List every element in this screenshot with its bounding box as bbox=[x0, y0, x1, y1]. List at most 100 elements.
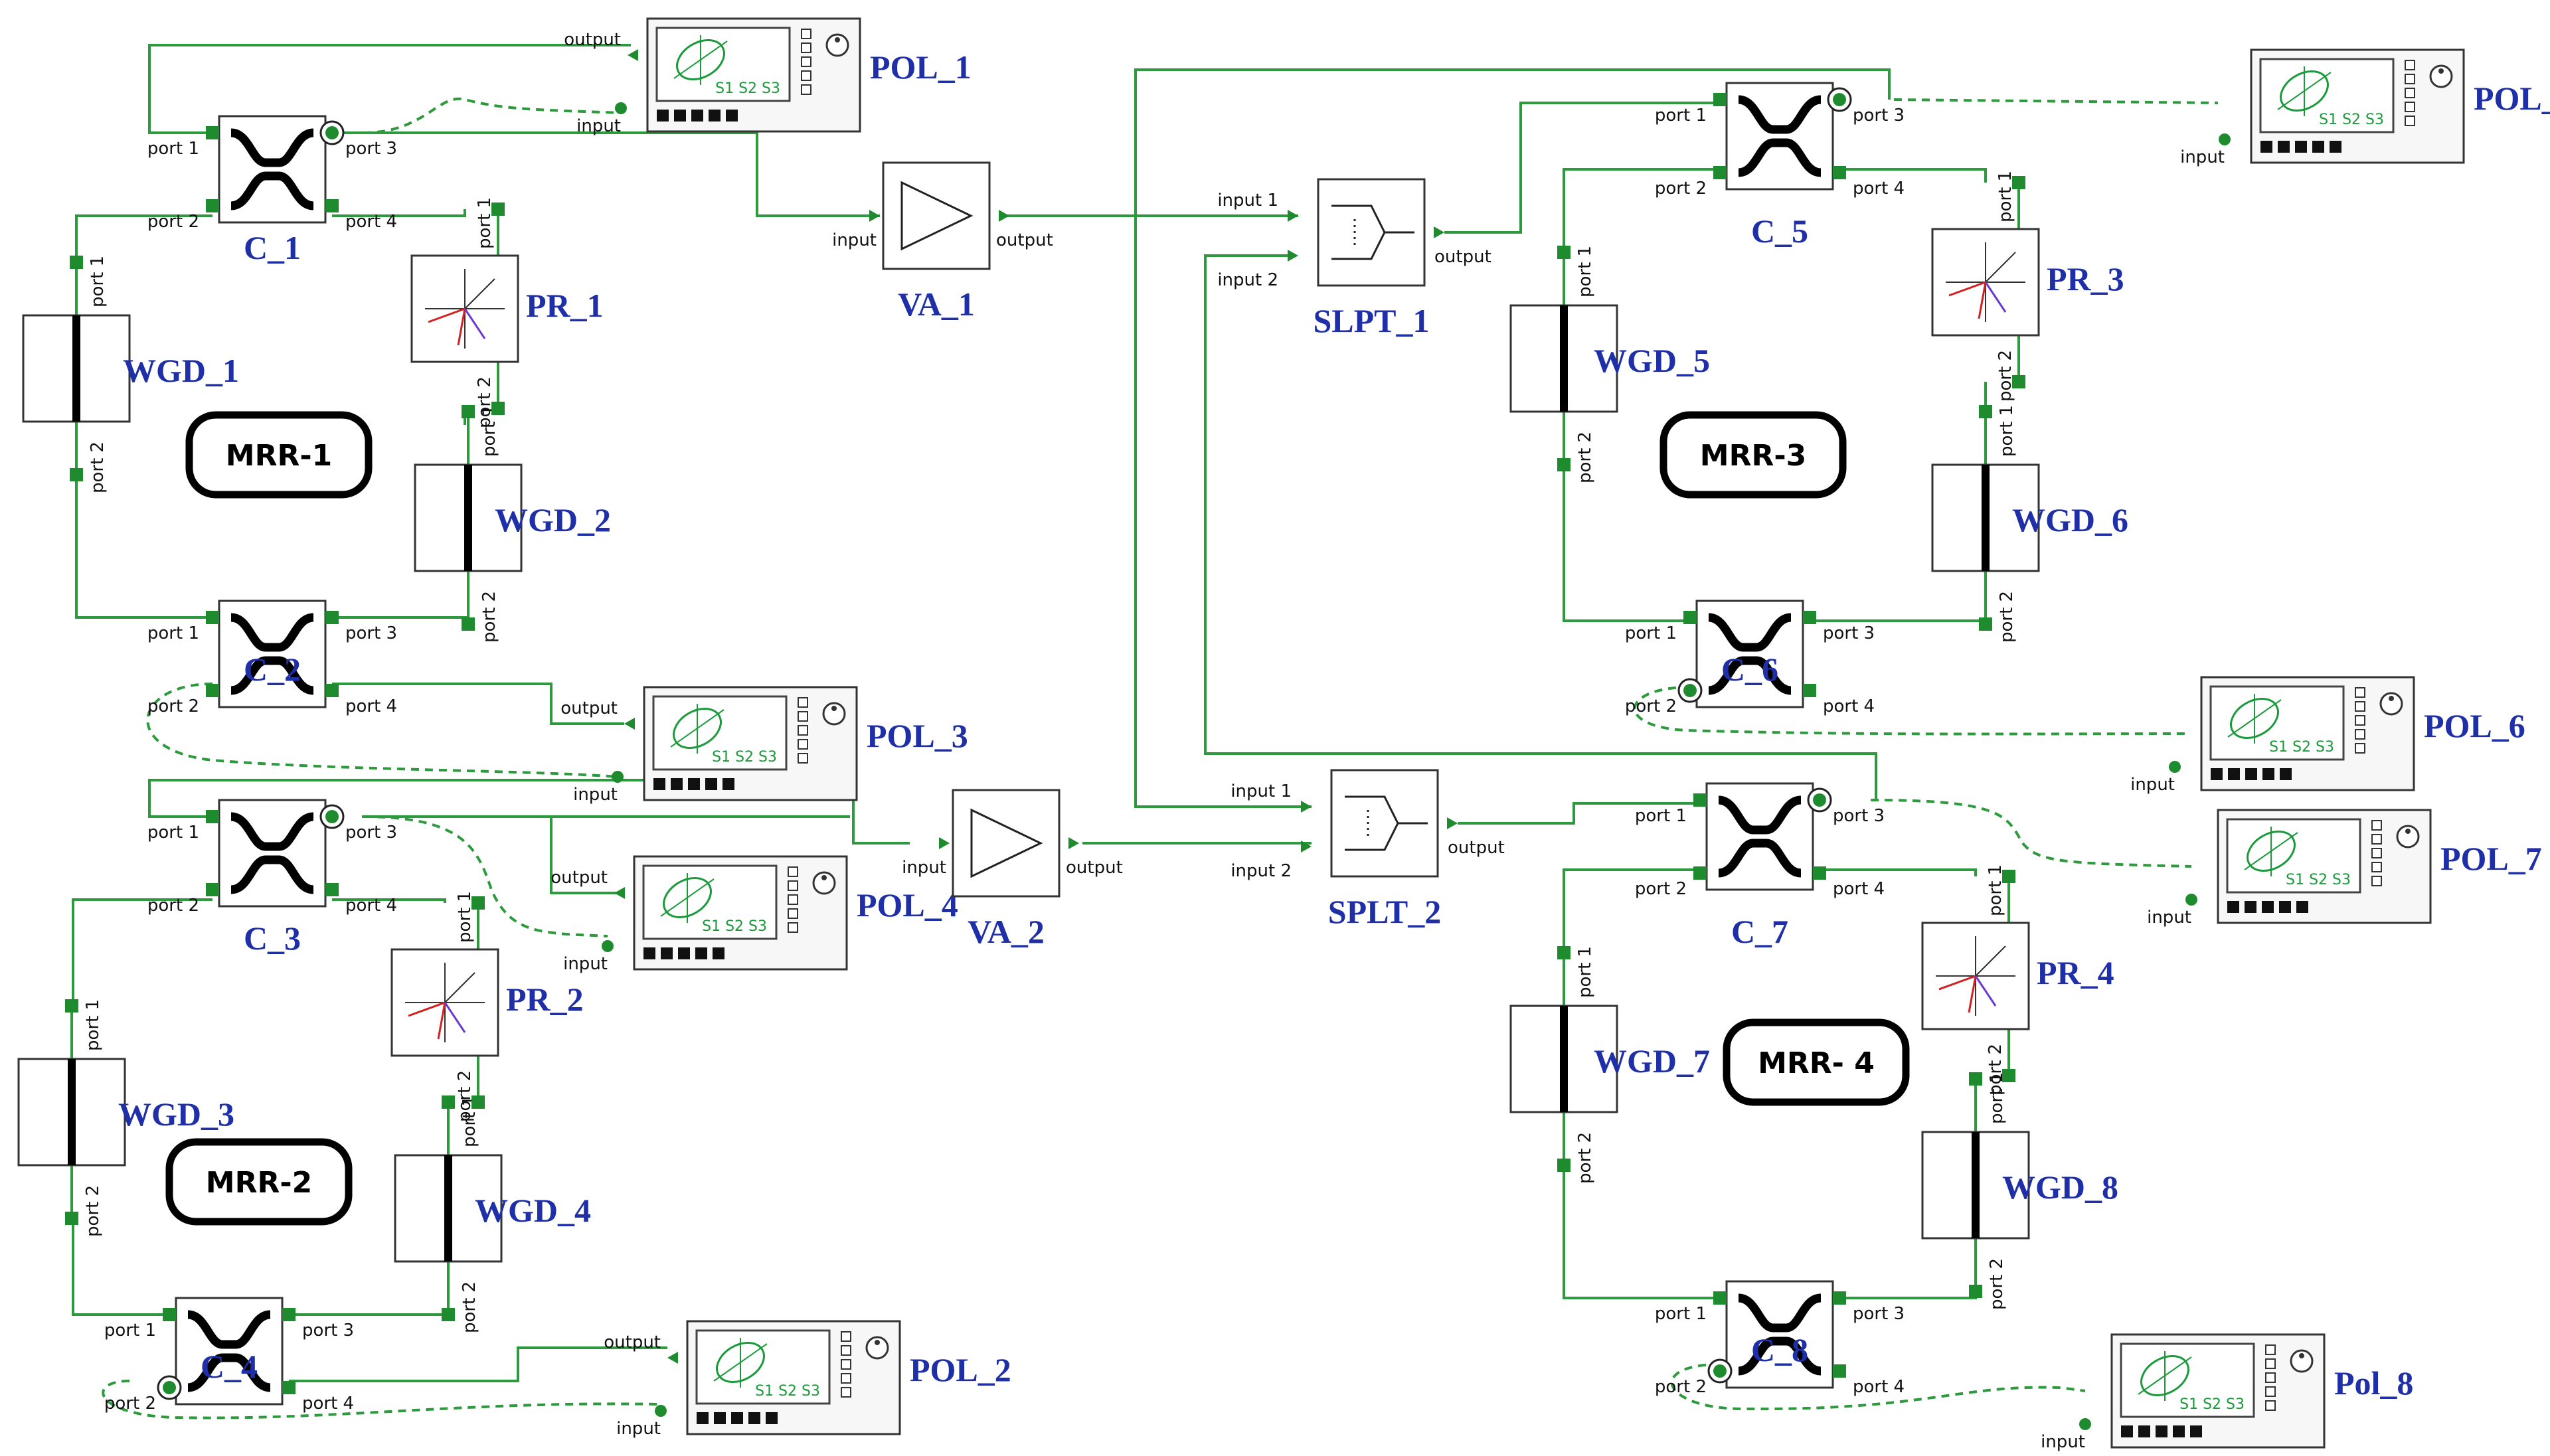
analyzer-button[interactable] bbox=[2260, 141, 2272, 153]
analyzer-key[interactable] bbox=[801, 70, 811, 81]
analyzer-button[interactable] bbox=[2173, 1425, 2185, 1437]
analyzer-button[interactable] bbox=[2227, 901, 2239, 913]
analyzer-button[interactable] bbox=[2279, 901, 2291, 913]
port-2[interactable] bbox=[442, 1308, 455, 1321]
analyzer-key[interactable] bbox=[2265, 1386, 2276, 1397]
analyzer-button[interactable] bbox=[2262, 901, 2274, 913]
analyzer-button[interactable] bbox=[2190, 1425, 2202, 1437]
port-4[interactable] bbox=[1833, 166, 1846, 179]
analyzer-key[interactable] bbox=[2371, 848, 2382, 858]
analyzer-button[interactable] bbox=[766, 1412, 778, 1424]
analyzer-key[interactable] bbox=[2265, 1358, 2276, 1369]
analyzer-button[interactable] bbox=[722, 778, 734, 790]
analyzer-button[interactable] bbox=[731, 1412, 743, 1424]
analyzer-key[interactable] bbox=[798, 739, 808, 750]
port-1[interactable] bbox=[206, 611, 219, 624]
port-3[interactable] bbox=[1803, 611, 1816, 624]
analyzer-button[interactable] bbox=[726, 110, 738, 121]
analyzer-button[interactable] bbox=[748, 1412, 760, 1424]
analyzer-key[interactable] bbox=[788, 880, 798, 891]
port-1[interactable] bbox=[1557, 246, 1571, 259]
analyzer-button[interactable] bbox=[2262, 768, 2274, 780]
port-3[interactable] bbox=[1833, 1291, 1846, 1305]
analyzer-button[interactable] bbox=[2280, 768, 2292, 780]
analyzer-key[interactable] bbox=[2355, 715, 2365, 726]
analyzer-knob[interactable] bbox=[2290, 1349, 2314, 1373]
port-dot[interactable] bbox=[612, 771, 624, 783]
analyzer-knob[interactable] bbox=[865, 1336, 889, 1360]
analyzer-button[interactable] bbox=[695, 947, 707, 959]
port-2[interactable] bbox=[65, 1212, 78, 1225]
port-4[interactable] bbox=[325, 684, 339, 697]
port-dot[interactable] bbox=[2219, 133, 2231, 145]
analyzer-button[interactable] bbox=[713, 947, 724, 959]
port-1[interactable] bbox=[206, 810, 219, 823]
port-2[interactable] bbox=[1693, 866, 1707, 880]
port-2[interactable] bbox=[462, 617, 475, 631]
analyzer-key[interactable] bbox=[841, 1373, 851, 1384]
analyzer-button[interactable] bbox=[2245, 901, 2256, 913]
analyzer-button[interactable] bbox=[691, 110, 703, 121]
analyzer-button[interactable] bbox=[2312, 141, 2324, 153]
analyzer-key[interactable] bbox=[841, 1345, 851, 1356]
port-dot[interactable] bbox=[615, 102, 627, 114]
port-2[interactable] bbox=[206, 883, 219, 896]
analyzer-button[interactable] bbox=[697, 1412, 709, 1424]
port-1[interactable] bbox=[442, 1095, 455, 1109]
amplifier-va1[interactable] bbox=[882, 161, 991, 270]
analyzer-button[interactable] bbox=[2295, 141, 2307, 153]
analyzer-button[interactable] bbox=[643, 947, 655, 959]
analyzer-button[interactable] bbox=[705, 778, 717, 790]
analyzer-key[interactable] bbox=[2371, 876, 2382, 886]
analyzer-key[interactable] bbox=[798, 753, 808, 764]
analyzer-key[interactable] bbox=[788, 866, 798, 877]
port-2[interactable] bbox=[1557, 458, 1571, 471]
analyzer-key[interactable] bbox=[2371, 834, 2382, 845]
port-1[interactable] bbox=[1713, 1291, 1727, 1305]
analyzer-button[interactable] bbox=[714, 1412, 726, 1424]
analyzer-key[interactable] bbox=[2355, 687, 2365, 698]
analyzer-button[interactable] bbox=[661, 947, 673, 959]
port-1[interactable] bbox=[471, 896, 485, 910]
port-1[interactable] bbox=[1713, 93, 1727, 106]
analyzer-key[interactable] bbox=[2265, 1400, 2276, 1411]
analyzer-key[interactable] bbox=[801, 29, 811, 39]
port-1[interactable] bbox=[1979, 405, 1992, 418]
port-1[interactable] bbox=[1693, 793, 1707, 807]
port-1[interactable] bbox=[491, 202, 505, 216]
analyzer-key[interactable] bbox=[788, 908, 798, 919]
port-2[interactable] bbox=[491, 402, 505, 415]
analyzer-key[interactable] bbox=[2355, 729, 2365, 740]
analyzer-button[interactable] bbox=[2138, 1425, 2150, 1437]
analyzer-button[interactable] bbox=[2278, 141, 2290, 153]
analyzer-button[interactable] bbox=[2245, 768, 2257, 780]
analyzer-key[interactable] bbox=[801, 42, 811, 53]
port-dot[interactable] bbox=[655, 1405, 667, 1417]
port-2[interactable] bbox=[1979, 617, 1992, 631]
port-dot[interactable] bbox=[602, 940, 614, 952]
amplifier-va2[interactable] bbox=[952, 789, 1061, 898]
analyzer-key[interactable] bbox=[798, 697, 808, 708]
port-4[interactable] bbox=[1803, 684, 1816, 697]
port-dot[interactable] bbox=[2169, 761, 2181, 773]
port-2[interactable] bbox=[2002, 1069, 2015, 1082]
port-4[interactable] bbox=[282, 1381, 296, 1394]
analyzer-key[interactable] bbox=[2371, 820, 2382, 831]
analyzer-knob[interactable] bbox=[2429, 64, 2453, 88]
analyzer-key[interactable] bbox=[841, 1387, 851, 1398]
analyzer-key[interactable] bbox=[2405, 116, 2415, 126]
port-1[interactable] bbox=[1969, 1072, 1982, 1086]
port-3[interactable] bbox=[282, 1308, 296, 1321]
port-2[interactable] bbox=[1969, 1285, 1982, 1298]
port-dot[interactable] bbox=[2185, 894, 2197, 906]
port-2[interactable] bbox=[2012, 375, 2025, 388]
port-2[interactable] bbox=[70, 468, 83, 481]
analyzer-button[interactable] bbox=[2330, 141, 2341, 153]
analyzer-key[interactable] bbox=[801, 56, 811, 67]
analyzer-button[interactable] bbox=[653, 778, 665, 790]
analyzer-knob[interactable] bbox=[812, 871, 836, 895]
analyzer-key[interactable] bbox=[798, 711, 808, 722]
port-2[interactable] bbox=[1557, 1159, 1571, 1172]
analyzer-key[interactable] bbox=[2355, 743, 2365, 754]
port-1[interactable] bbox=[1557, 946, 1571, 959]
